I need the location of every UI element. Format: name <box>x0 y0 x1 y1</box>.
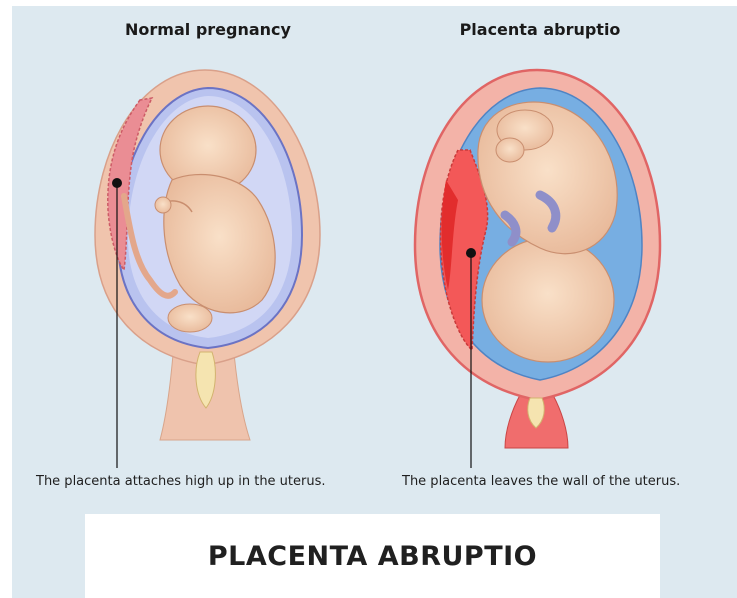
placenta-abruptio-heading: Placenta abruptio <box>455 20 625 39</box>
placenta-abruptio-caption: The placenta leaves the wall of the uter… <box>402 474 680 489</box>
diagram-title: PLACENTA ABRUPTIO <box>208 541 537 572</box>
normal-pregnancy-caption: The placenta attaches high up in the ute… <box>36 474 326 489</box>
title-banner: PLACENTA ABRUPTIO <box>85 514 660 598</box>
normal-pregnancy-heading: Normal pregnancy <box>120 20 296 39</box>
